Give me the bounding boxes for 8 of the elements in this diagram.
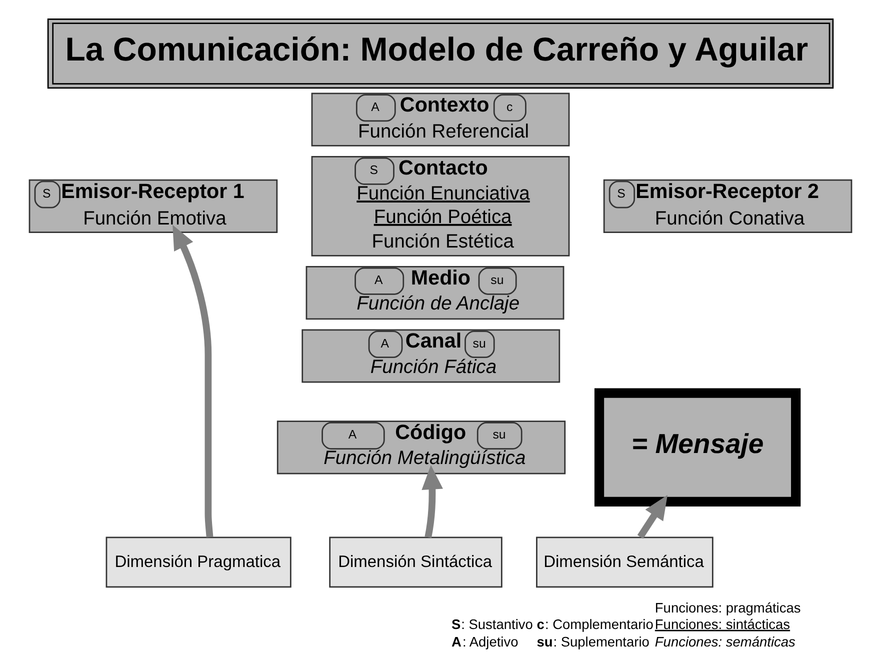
label: A: Adjetivo [450,634,518,650]
label: Funciones: semánticas [654,634,795,650]
label: su: Suplementario [536,634,649,650]
label: S: Sustantivo [450,616,532,632]
label: Funciones: pragmáticas [654,600,800,616]
label: Funciones: sintácticas [654,616,790,632]
diagram-title: La Comunicación: Modelo de Carreño y Aguilar [64,30,808,68]
label: c: Complementario [536,616,653,632]
